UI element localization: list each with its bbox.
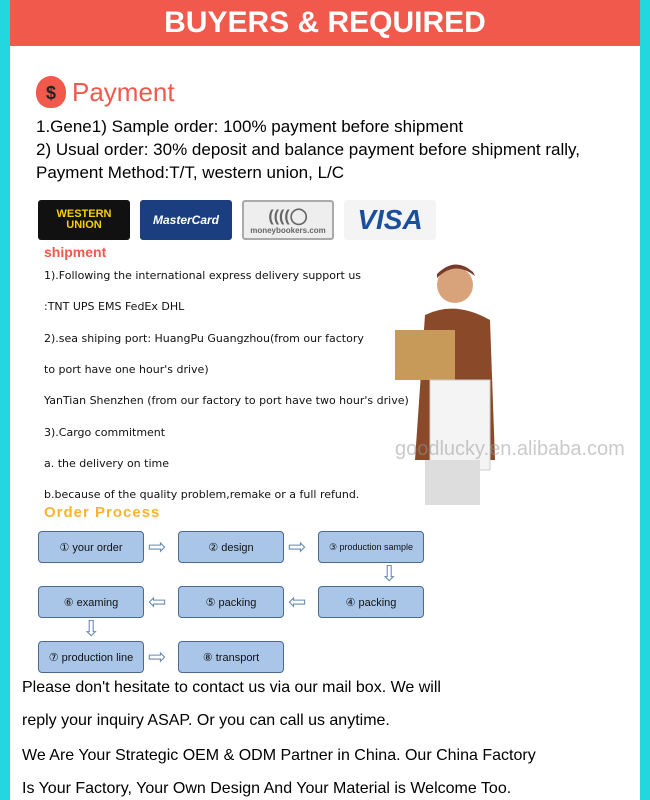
shipment-line: to port have one hour's drive) bbox=[44, 363, 209, 376]
visa-logo: VISA bbox=[344, 200, 436, 240]
payment-line: Payment Method:T/T, western union, L/C bbox=[36, 163, 345, 182]
shipment-line: YanTian Shenzhen (from our factory to po… bbox=[44, 394, 409, 407]
page-header: BUYERS & REQUIRED bbox=[10, 0, 640, 46]
shipment-line: 1).Following the international express d… bbox=[44, 269, 362, 282]
arrow-left-icon: ⇦ bbox=[148, 589, 167, 614]
step-packing-4: ④ packing bbox=[318, 586, 424, 618]
shipment-line: a. the delivery on time bbox=[44, 457, 170, 470]
step-examing: ⑥ examing bbox=[38, 586, 144, 618]
moneybookers-logo: ((((◯moneybookers.com bbox=[242, 200, 334, 240]
step-packing-5: ⑤ packing bbox=[178, 586, 284, 618]
money-bag-icon: $ bbox=[36, 76, 66, 108]
contact-line: We Are Your Strategic OEM & ODM Partner … bbox=[22, 747, 536, 764]
arrow-right-icon: ⇨ bbox=[148, 644, 167, 669]
delivery-man-image bbox=[395, 264, 495, 505]
shipment-line: 2).sea shiping port: HuangPu Guangzhou(f… bbox=[44, 332, 364, 345]
arrow-right-icon: ⇨ bbox=[288, 534, 307, 559]
moneybookers-icon: ((((◯ bbox=[268, 207, 308, 225]
step-production-line: ⑦ production line bbox=[38, 641, 144, 673]
step-your-order: ① your order bbox=[38, 531, 144, 563]
mastercard-logo: MasterCard bbox=[140, 200, 232, 240]
shipment-line: :TNT UPS EMS FedEx DHL bbox=[44, 300, 185, 313]
payment-line: 2) Usual order: 30% deposit and balance … bbox=[36, 140, 580, 159]
arrow-down-icon: ⇩ bbox=[380, 561, 399, 586]
shipment-title: shipment bbox=[44, 244, 107, 260]
contact-line: Please don't hesitate to contact us via … bbox=[22, 679, 441, 696]
step-design: ② design bbox=[178, 531, 284, 563]
western-union-logo: WESTERN UNION bbox=[38, 200, 130, 240]
arrow-down-icon: ⇩ bbox=[82, 616, 101, 641]
shipment-line: 3).Cargo commitment bbox=[44, 426, 166, 439]
payment-logos: WESTERN UNION MasterCard ((((◯moneybooke… bbox=[38, 200, 436, 240]
payment-title: Payment bbox=[72, 76, 175, 107]
payment-line: 1.Gene1) Sample order: 100% payment befo… bbox=[36, 117, 464, 136]
order-process-title: Order Process bbox=[44, 504, 161, 521]
arrow-left-icon: ⇦ bbox=[288, 589, 307, 614]
watermark: goodlucky.en.alibaba.com bbox=[395, 438, 625, 460]
step-transport: ⑧ transport bbox=[178, 641, 284, 673]
arrow-right-icon: ⇨ bbox=[148, 534, 167, 559]
content-panel: BUYERS & REQUIRED $ Payment 1.Gene1) Sam… bbox=[10, 0, 640, 800]
contact-line: reply your inquiry ASAP. Or you can call… bbox=[22, 712, 390, 729]
shipment-line: b.because of the quality problem,remake … bbox=[44, 488, 360, 501]
contact-line: Is Your Factory, Your Own Design And You… bbox=[22, 780, 512, 797]
step-production-sample: ③ production sample bbox=[318, 531, 424, 563]
payment-heading: $ Payment bbox=[36, 74, 175, 110]
moneybookers-text: moneybookers.com bbox=[250, 225, 326, 235]
